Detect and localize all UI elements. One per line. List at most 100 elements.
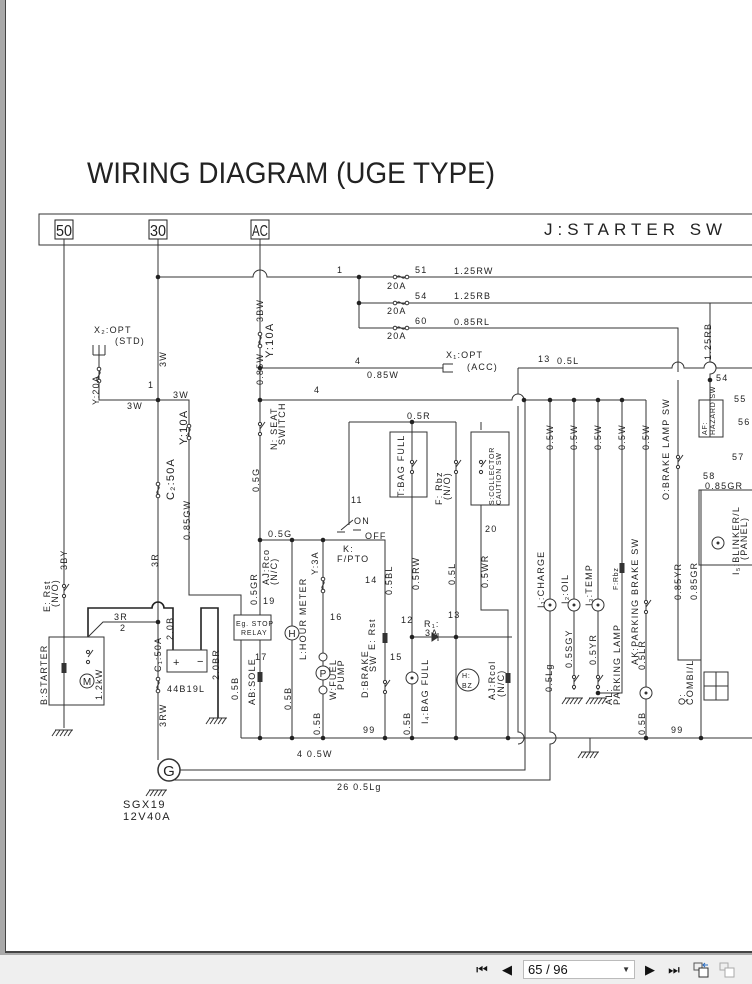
buzzer-icon <box>456 668 480 692</box>
svg-text:M: M <box>83 677 91 688</box>
starter-box <box>48 636 105 706</box>
wire-label: 0.5YR <box>588 634 598 665</box>
wire-label: 0.5B <box>637 712 647 735</box>
next-view-button[interactable] <box>717 961 737 979</box>
wire-label: 0.5W <box>569 424 579 450</box>
previous-view-icon <box>693 962 709 978</box>
label: E: Rst <box>42 580 52 612</box>
page-number-select[interactable]: 65 / 96 ▼ <box>523 960 635 979</box>
terminal-50: 50 <box>56 223 72 240</box>
ground-icon <box>577 751 600 759</box>
wire-label: 19 <box>263 596 275 606</box>
wire-label: 0.5B <box>230 677 240 700</box>
wire-label: 0.5B <box>312 712 322 735</box>
wire-label: 0.5RW <box>411 557 421 590</box>
label: F: Rbz <box>434 471 444 505</box>
label: 20A <box>387 331 407 341</box>
label: K: <box>343 544 354 554</box>
terminal-ac: AC <box>252 223 268 240</box>
oil-switch-icon <box>571 674 580 690</box>
wire-label: 51 <box>415 265 427 275</box>
wire-label: 99 <box>363 725 375 735</box>
page-number-value: 65 / 96 <box>528 962 568 977</box>
svg-text:+: + <box>173 657 179 669</box>
wire-labels: 1 51 1.25RW 54 1.25RB 60 0.85RL 4 0.85W … <box>114 265 750 792</box>
fuse-icon <box>155 481 161 499</box>
label: F/PTO <box>337 554 369 564</box>
wire-label: 0.5L <box>557 356 579 366</box>
label: AB:SOLE <box>247 658 257 705</box>
junction-dots <box>155 274 713 741</box>
next-view-icon <box>719 962 735 978</box>
pdf-viewer-toolbar: ⏮ ◀ 65 / 96 ▼ ▶ ⏭ <box>0 955 752 984</box>
label: HAZARD SW <box>710 386 717 435</box>
wire-label: 3R <box>150 553 160 567</box>
label: BZ <box>462 683 473 690</box>
label: PUMP <box>336 659 346 690</box>
label: Y:3A <box>310 551 320 575</box>
wire-label: 17 <box>255 652 267 662</box>
label: 20A <box>387 306 407 316</box>
bag-full-switch-box <box>389 431 428 498</box>
diode-icon <box>431 632 439 642</box>
label: Y:20A <box>91 375 101 405</box>
wire-label: 0.5B <box>402 712 412 735</box>
starter-switch-label: J:STARTER SW <box>544 220 727 239</box>
next-page-button[interactable]: ▶ <box>640 961 660 979</box>
wire-label: 16 <box>330 612 342 622</box>
wire-label: 0.5LR <box>637 640 647 670</box>
label: AK:PARKING BRAKE SW <box>630 538 640 665</box>
label: AF: <box>702 422 709 435</box>
brake-lamp-switch-icon <box>675 454 684 470</box>
label: COMBI/L <box>685 660 695 705</box>
svg-text:H: H <box>288 629 295 640</box>
label: F:Rbz <box>613 567 620 590</box>
label: N: SEAT <box>269 407 279 450</box>
first-page-button[interactable]: ⏮ <box>472 961 492 979</box>
wire-label: 0.5GR <box>249 573 259 605</box>
wire-label: 2.0BR <box>211 649 221 680</box>
temp-switch-icon <box>595 674 604 690</box>
label: Y:10A <box>178 410 190 445</box>
label: D:BRAKE <box>360 650 370 698</box>
ground-icon <box>561 697 584 705</box>
terminal-header-bar <box>38 213 752 246</box>
label: ON <box>354 516 370 526</box>
label: I₅:BLINKER/L <box>731 506 741 575</box>
label: AL: <box>604 688 614 705</box>
wire-label: 20 <box>485 524 497 534</box>
wire-labels-vertical: 3BW 0.85W 0.5G 3W 3R 0.85GW 3RW 1.25RB 0… <box>59 299 713 735</box>
wire-label: 0.85W <box>255 353 265 385</box>
wiring-diagram: WIRING DIAGRAM (UGE TYPE) 50 30 AC J:STA… <box>38 157 752 823</box>
next-page-icon: ▶ <box>645 962 655 977</box>
wire-label: 0.5L <box>447 563 457 585</box>
buzzer-switch-icon <box>453 459 462 475</box>
wire-label: 56 <box>738 417 750 427</box>
blinker-box <box>698 489 752 566</box>
wire-label: 1 <box>337 265 343 275</box>
previous-view-button[interactable] <box>691 961 711 979</box>
last-page-button[interactable]: ⏭ <box>664 961 684 979</box>
battery-icon <box>166 649 208 673</box>
label: (STD) <box>115 336 145 346</box>
wire-label: 0.5W <box>593 424 603 450</box>
label: Eg. STOP <box>236 621 274 628</box>
wire-label: 0.5SGY <box>564 629 574 668</box>
wire-label: 57 <box>732 452 744 462</box>
coil-icon <box>61 663 67 673</box>
wire-label: 13 <box>538 354 550 364</box>
wire-label: 15 <box>390 652 402 662</box>
ground-icon <box>145 789 168 797</box>
hazard-switch-box <box>698 399 724 438</box>
label: I₄:BAG FULL <box>420 659 430 724</box>
wire-label: 55 <box>734 394 746 404</box>
wire-label: 3R <box>114 612 128 622</box>
wire-label: 54 <box>415 291 427 301</box>
fuse-icon <box>392 274 410 280</box>
wire-label: 4 <box>314 385 320 395</box>
chevron-down-icon[interactable]: ▼ <box>622 965 630 974</box>
pto-switch-icon <box>337 519 361 533</box>
label: (ACC) <box>467 362 498 372</box>
generator-label: G <box>163 763 175 780</box>
previous-page-button[interactable]: ◀ <box>497 961 517 979</box>
